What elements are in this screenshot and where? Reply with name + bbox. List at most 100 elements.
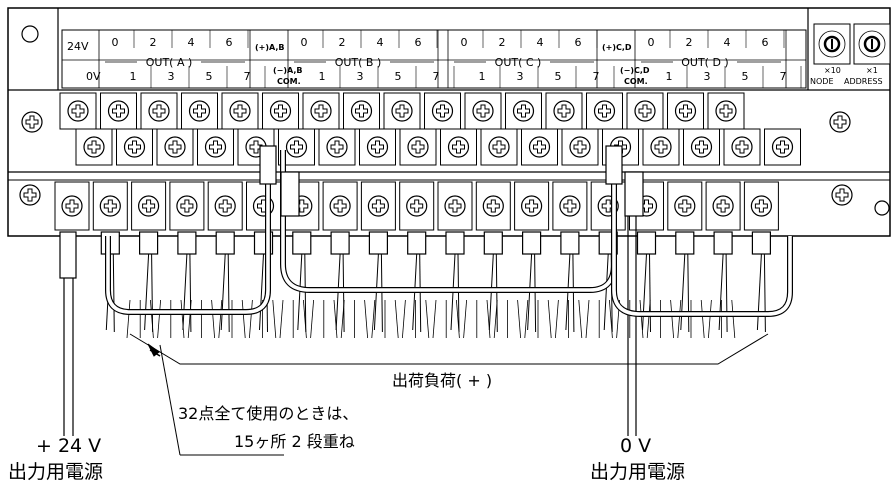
- terminal-screw-lower[interactable]: [322, 181, 358, 231]
- wire: [670, 299, 674, 339]
- terminal-screw-middle[interactable]: [683, 128, 720, 166]
- terminal-screw-upper[interactable]: [100, 92, 137, 130]
- side-mount-screw: [21, 111, 43, 133]
- side-mount-screw: [19, 184, 41, 206]
- output-number-even: 6: [575, 36, 582, 49]
- wire: [524, 299, 529, 339]
- output-number-odd: 5: [395, 70, 402, 83]
- terminal-screw-lower[interactable]: [92, 181, 128, 231]
- output-number-even: 4: [188, 36, 195, 49]
- right-voltage-label: 0 V: [620, 435, 651, 457]
- terminal-screw-lower[interactable]: [131, 181, 167, 231]
- crimp-lug: [636, 231, 657, 255]
- wire: [731, 299, 736, 339]
- terminal-screw-middle[interactable]: [318, 128, 356, 166]
- crimp-lug: [605, 145, 623, 185]
- terminal-screw-upper[interactable]: [667, 92, 704, 130]
- terminal-screw-middle[interactable]: [440, 128, 477, 166]
- wire: [144, 253, 150, 331]
- wire: [112, 253, 115, 333]
- terminal-screw-lower[interactable]: [552, 181, 588, 231]
- terminal-screw-upper[interactable]: [343, 92, 380, 130]
- terminal-screw-lower[interactable]: [54, 181, 90, 231]
- output-group-label: OUT( B ): [335, 56, 382, 69]
- output-number-even: 2: [499, 36, 506, 49]
- terminal-screw-lower[interactable]: [743, 181, 779, 231]
- wiring: [59, 145, 793, 436]
- terminal-screw-middle[interactable]: [156, 128, 194, 166]
- terminal-screw-upper[interactable]: [626, 92, 664, 130]
- terminal-screw-lower[interactable]: [705, 181, 741, 231]
- terminal-screw-upper[interactable]: [505, 92, 542, 130]
- terminal-screw-upper[interactable]: [586, 92, 623, 130]
- terminal-screw-upper[interactable]: [545, 92, 583, 130]
- terminal-screw-upper[interactable]: [707, 92, 745, 130]
- wire: [517, 299, 521, 339]
- load-label: 出荷負荷( + ): [392, 371, 492, 390]
- output-number-odd: 5: [742, 70, 749, 83]
- terminal-screw-upper[interactable]: [464, 92, 502, 130]
- output-number-even: 0: [112, 36, 119, 49]
- wire: [150, 299, 154, 339]
- terminal-screw-upper[interactable]: [302, 92, 340, 130]
- terminal-screw-upper[interactable]: [181, 92, 218, 130]
- terminal-screw-middle[interactable]: [723, 128, 761, 166]
- crimp-lug: [521, 231, 542, 255]
- output-number-odd: 3: [357, 70, 364, 83]
- terminal-screw-middle[interactable]: [561, 128, 599, 166]
- terminal-screw-middle[interactable]: [399, 128, 437, 166]
- terminal-screw-lower[interactable]: [514, 181, 550, 231]
- crimp-lug: [445, 231, 465, 255]
- wire: [639, 299, 644, 339]
- terminal-screw-middle[interactable]: [642, 128, 680, 166]
- terminal-screw-upper[interactable]: [424, 92, 461, 130]
- terminal-screw-upper[interactable]: [221, 92, 259, 130]
- wire: [585, 299, 590, 339]
- terminal-screw-lower[interactable]: [246, 181, 281, 231]
- crimp-lug: [292, 231, 312, 255]
- crimp-lug: [713, 231, 733, 255]
- output-number-odd: 1: [479, 70, 486, 83]
- terminal-screw-middle[interactable]: [116, 128, 153, 166]
- terminal-screw-lower[interactable]: [399, 181, 435, 231]
- terminal-screw-middle[interactable]: [75, 128, 113, 166]
- wire: [189, 253, 192, 333]
- header-text: 24V 0V (+)A,B (−)A,B COM. (+)C,D (−)C,D …: [67, 36, 787, 86]
- wire: [463, 299, 467, 339]
- wire: [279, 299, 284, 339]
- terminal-screw-upper[interactable]: [140, 92, 178, 130]
- terminal-screw-upper[interactable]: [59, 92, 97, 130]
- terminal-screw-upper[interactable]: [262, 92, 299, 130]
- terminal-screw-lower[interactable]: [667, 181, 703, 231]
- crimp-lug: [560, 231, 580, 255]
- output-group-label: OUT( C ): [495, 56, 542, 69]
- output-number-odd: 1: [130, 70, 137, 83]
- wire: [187, 299, 192, 339]
- note-line-1: 32点全て使用のときは、: [178, 404, 358, 423]
- mounting-hole-left: [21, 25, 39, 43]
- terminal-screw-upper[interactable]: [383, 92, 421, 130]
- wire: [493, 299, 498, 339]
- terminal-screw-lower[interactable]: [360, 181, 396, 231]
- terminal-screw-lower[interactable]: [475, 181, 511, 231]
- wire: [687, 253, 690, 333]
- output-number-even: 4: [724, 36, 731, 49]
- wire: [603, 253, 609, 331]
- terminal-screw-middle[interactable]: [197, 128, 234, 166]
- wire: [708, 299, 712, 339]
- terminal-screw-lower[interactable]: [207, 181, 243, 231]
- wire: [126, 299, 131, 339]
- crimp-lug: [483, 231, 503, 255]
- terminal-screw-middle[interactable]: [764, 128, 801, 166]
- wire: [364, 299, 368, 339]
- label-0v: 0V: [86, 70, 101, 83]
- terminal-screw-middle[interactable]: [480, 128, 518, 166]
- output-group-label: OUT( A ): [146, 56, 193, 69]
- terminal-screw-lower[interactable]: [590, 181, 626, 231]
- label-com-cd: COM.: [624, 77, 648, 86]
- terminal-screw-middle[interactable]: [521, 128, 558, 166]
- terminal-screw-lower[interactable]: [437, 181, 473, 231]
- terminal-screw-middle[interactable]: [359, 128, 396, 166]
- terminal-screw-lower[interactable]: [169, 181, 205, 231]
- crimp-lug: [751, 231, 772, 255]
